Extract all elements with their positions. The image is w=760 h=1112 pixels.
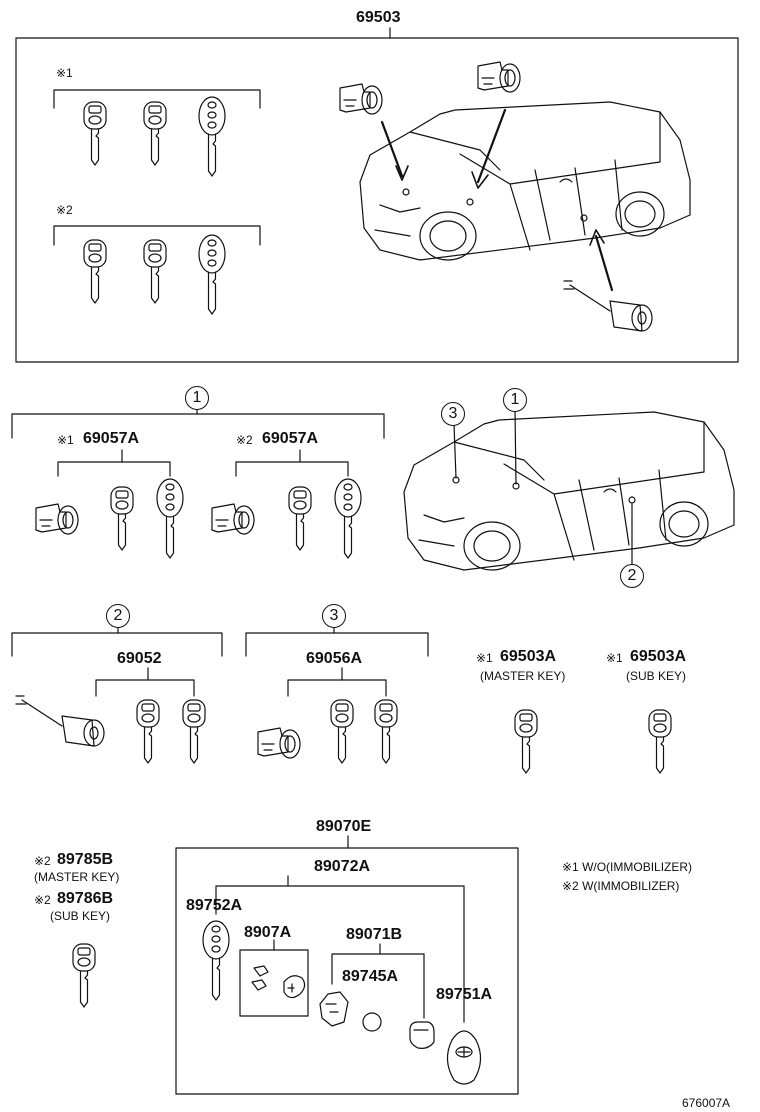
mark-2-group1: ※2	[236, 433, 253, 447]
sub-key-caption-2: (SUB KEY)	[50, 909, 111, 923]
part-69057a-1: 69057A	[83, 430, 140, 447]
callout-2-group: 2	[106, 604, 130, 628]
part-69503a-master: 69503A	[500, 648, 557, 665]
callout-1-car: 1	[503, 388, 527, 412]
mark-2-top: ※2	[56, 203, 73, 217]
mark-1-master: ※1	[476, 651, 493, 665]
mark-2-sub: ※2	[34, 893, 51, 907]
part-89071b: 89071B	[346, 926, 403, 943]
part-89745a: 89745A	[342, 968, 399, 985]
part-89752a: 89752A	[186, 897, 243, 914]
callout-1-group: 1	[185, 386, 209, 410]
part-89070e: 89070E	[316, 818, 372, 835]
mark-2-master: ※2	[34, 854, 51, 868]
callout-3-car: 3	[441, 402, 465, 426]
part-69052: 69052	[117, 650, 162, 667]
part-89072a: 89072A	[314, 858, 371, 875]
mark-1-top: ※1	[56, 66, 73, 80]
part-8907a: 8907A	[244, 924, 292, 941]
mark-1-sub: ※1	[606, 651, 623, 665]
part-89785b: 89785B	[57, 851, 114, 868]
callout-3-group: 3	[322, 604, 346, 628]
part-69503: 69503	[356, 9, 401, 26]
mark-1-group1: ※1	[57, 433, 74, 447]
master-key-caption: (MASTER KEY)	[480, 669, 566, 683]
part-69503a-sub: 69503A	[630, 648, 687, 665]
legend-note-1: ※1 W/O(IMMOBILIZER)	[562, 860, 693, 874]
part-69056a: 69056A	[306, 650, 363, 667]
part-89786b: 89786B	[57, 890, 114, 907]
sub-key-caption: (SUB KEY)	[626, 669, 687, 683]
callout-2-car: 2	[620, 564, 644, 588]
part-89751a: 89751A	[436, 986, 493, 1003]
part-69057a-2: 69057A	[262, 430, 319, 447]
legend-note-2: ※2 W(IMMOBILIZER)	[562, 879, 680, 893]
diagram-code: 676007A	[682, 1096, 731, 1110]
master-key-caption-2: (MASTER KEY)	[34, 870, 120, 884]
